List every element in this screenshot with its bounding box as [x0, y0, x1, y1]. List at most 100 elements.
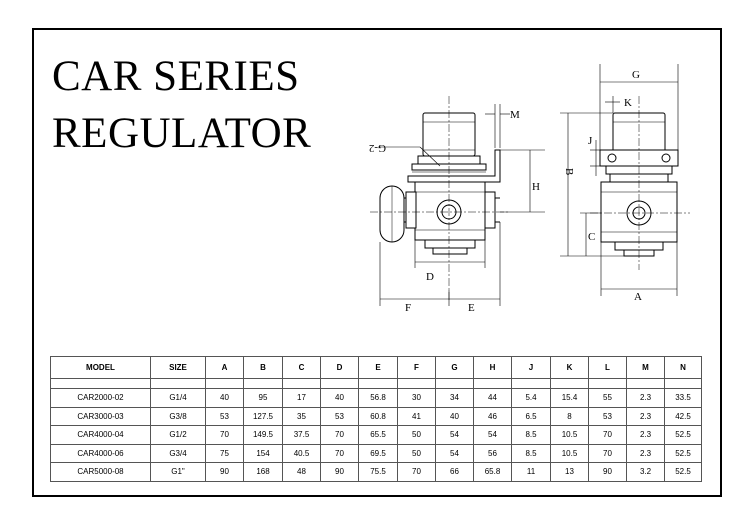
cell-a: 90 [205, 462, 244, 482]
label-m: M [510, 109, 520, 121]
label-c: C [588, 231, 595, 243]
cell-model: CAR5000-08 [50, 462, 151, 482]
cell-model: CAR3000-03 [50, 406, 151, 426]
cell-size: G1" [150, 462, 206, 482]
cell-c: 37.5 [282, 425, 321, 445]
cell-n: 42.5 [664, 406, 702, 426]
cell-n: 33.5 [664, 388, 702, 408]
cell-size: G3/4 [150, 443, 206, 463]
cell-d: 53 [320, 406, 359, 426]
col-header-l: L [588, 356, 627, 379]
label-j: J [588, 135, 593, 147]
label-e: E [468, 302, 475, 314]
spec-table: MODEL SIZE A B C D E F G H J K L M N CAR… [50, 356, 702, 482]
cell-m: 2.3 [626, 425, 665, 445]
col-header-g: G [435, 356, 474, 379]
cell-n: 52.5 [664, 425, 702, 445]
cell-h: 56 [473, 443, 512, 463]
cell-f: 50 [397, 425, 436, 445]
cell-g: 54 [435, 443, 474, 463]
label-h: H [532, 181, 540, 193]
col-header-h: H [473, 356, 512, 379]
cell-model: CAR4000-06 [50, 443, 151, 463]
table-row: CAR2000-02 G1/4 40 95 17 40 56.8 30 34 4… [50, 388, 702, 408]
cell-m: 2.3 [626, 443, 665, 463]
col-header-e: E [358, 356, 398, 379]
cell-g: 34 [435, 388, 474, 408]
side-view [560, 64, 690, 296]
cell-h: 65.8 [473, 462, 512, 482]
table-header-row: MODEL SIZE A B C D E F G H J K L M N [50, 356, 702, 379]
cell-model: CAR2000-02 [50, 388, 151, 408]
cell-e: 56.8 [358, 388, 398, 408]
col-header-a: A [205, 356, 244, 379]
cell-j: 11 [511, 462, 551, 482]
cell-c: 48 [282, 462, 321, 482]
label-b: B [563, 168, 575, 175]
cell-k: 15.4 [550, 388, 589, 408]
cell-b: 154 [243, 443, 283, 463]
cell-e: 60.8 [358, 406, 398, 426]
table-row: CAR4000-06 G3/4 75 154 40.5 70 69.5 50 5… [50, 443, 702, 463]
label-a: A [634, 291, 642, 303]
cell-g: 66 [435, 462, 474, 482]
col-header-n: N [664, 356, 702, 379]
cell-b: 95 [243, 388, 283, 408]
cell-f: 70 [397, 462, 436, 482]
table-spacer-row [50, 378, 702, 389]
cell-l: 90 [588, 462, 627, 482]
col-header-k: K [550, 356, 589, 379]
side-bracket-hole-right [661, 153, 671, 163]
col-header-f: F [397, 356, 436, 379]
cell-size: G3/8 [150, 406, 206, 426]
cell-a: 75 [205, 443, 244, 463]
cell-a: 40 [205, 388, 244, 408]
table-row: CAR3000-03 G3/8 53 127.5 35 53 60.8 41 4… [50, 406, 702, 426]
cell-h: 54 [473, 425, 512, 445]
label-k: K [624, 97, 632, 109]
title-line-2: REGULATOR [52, 110, 312, 157]
table-row: CAR5000-08 G1" 90 168 48 90 75.5 70 66 6… [50, 462, 702, 482]
side-bracket-hole-left [607, 153, 617, 163]
cell-l: 70 [588, 425, 627, 445]
cell-c: 40.5 [282, 443, 321, 463]
cell-size: G1/4 [150, 388, 206, 408]
cell-l: 70 [588, 443, 627, 463]
cell-d: 70 [320, 425, 359, 445]
cell-f: 41 [397, 406, 436, 426]
cell-a: 53 [205, 406, 244, 426]
front-view [370, 96, 545, 306]
cell-f: 50 [397, 443, 436, 463]
label-d: D [426, 271, 434, 283]
cell-g: 40 [435, 406, 474, 426]
col-header-size: SIZE [150, 356, 206, 379]
col-header-j: J [511, 356, 551, 379]
label-f: F [405, 302, 411, 314]
cell-model: CAR4000-04 [50, 425, 151, 445]
table-row: CAR4000-04 G1/2 70 149.5 37.5 70 65.5 50… [50, 425, 702, 445]
cell-d: 40 [320, 388, 359, 408]
cell-h: 44 [473, 388, 512, 408]
cell-m: 2.3 [626, 388, 665, 408]
cell-n: 52.5 [664, 443, 702, 463]
title-line-1: CAR SERIES [52, 53, 300, 100]
label-port: G-2 [369, 142, 386, 154]
cell-l: 55 [588, 388, 627, 408]
cell-j: 6.5 [511, 406, 551, 426]
col-header-model: MODEL [50, 356, 151, 379]
cell-d: 90 [320, 462, 359, 482]
cell-e: 65.5 [358, 425, 398, 445]
col-header-b: B [243, 356, 283, 379]
cell-b: 149.5 [243, 425, 283, 445]
cell-m: 3.2 [626, 462, 665, 482]
cell-h: 46 [473, 406, 512, 426]
cell-g: 54 [435, 425, 474, 445]
cell-size: G1/2 [150, 425, 206, 445]
cell-j: 8.5 [511, 425, 551, 445]
label-g: G [632, 69, 640, 81]
cell-m: 2.3 [626, 406, 665, 426]
col-header-c: C [282, 356, 321, 379]
cell-j: 8.5 [511, 443, 551, 463]
cell-n: 52.5 [664, 462, 702, 482]
